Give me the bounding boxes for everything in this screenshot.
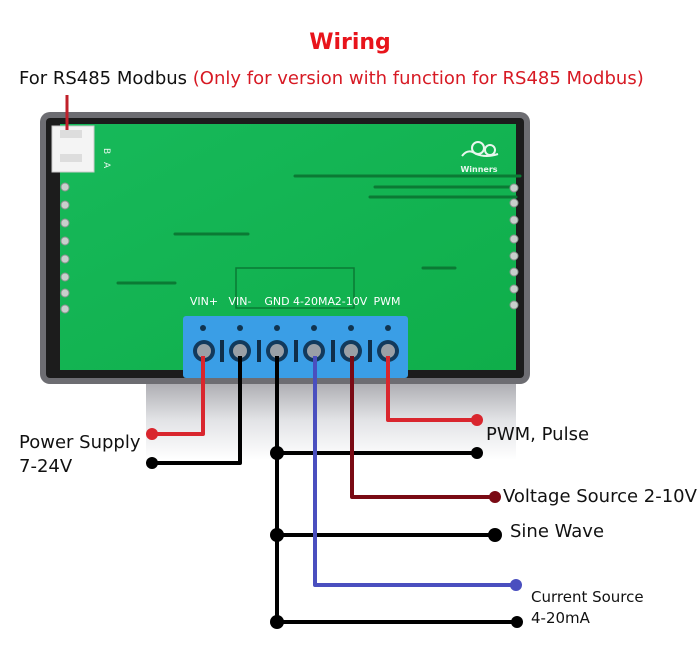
- power-supply-voltage: 7-24V: [19, 456, 73, 477]
- wire-vin-plus: [152, 356, 205, 436]
- current-source-label: Current Source 4-20mA: [531, 587, 644, 629]
- right-pins: [509, 183, 519, 310]
- terminal-label-pwm: PWM: [373, 295, 400, 308]
- terminal-label-vin-minus: VIN-: [229, 295, 252, 308]
- rs485-label: For RS485 Modbus (Only for version with …: [19, 68, 644, 89]
- connector-pin-slot: [60, 154, 82, 162]
- voltage-source-label: Voltage Source 2-10V: [503, 486, 697, 507]
- terminal-dividers: [220, 340, 372, 362]
- power-supply-label: Power Supply 7-24V: [19, 431, 140, 479]
- terminal-screws[interactable]: [193, 325, 399, 362]
- terminal-label-vin-plus: VIN+: [190, 295, 218, 308]
- terminal-label-gnd: GND: [264, 295, 289, 308]
- current-source-range: 4-20mA: [531, 609, 590, 627]
- pcb-traces: [116, 174, 522, 285]
- pin-a-label: A: [101, 162, 111, 169]
- terminal-labels: VIN+ VIN- GND 4-20MA 2-10V PWM: [190, 295, 401, 308]
- wire-vin-minus: [152, 356, 242, 465]
- wire-4-20ma: [313, 356, 516, 587]
- rs485-note: (Only for version with function for RS48…: [192, 68, 644, 89]
- connector-pin-slot: [60, 130, 82, 138]
- wire-endpoints: [146, 414, 523, 629]
- current-source-title: Current Source: [531, 588, 644, 606]
- terminal-label-4-20ma: 4-20MA: [293, 295, 335, 308]
- pcb-outline: [235, 267, 355, 309]
- diagram-title: Wiring: [309, 30, 391, 55]
- wire-pwm: [386, 356, 476, 422]
- pin-b-label: B: [101, 148, 111, 154]
- left-pins: [60, 182, 70, 314]
- logo-text: Winners: [460, 165, 497, 174]
- terminal-label-2-10v: 2-10V: [335, 295, 368, 308]
- power-supply-title: Power Supply: [19, 432, 141, 453]
- rs485-label-text: For RS485 Modbus: [19, 68, 188, 89]
- pwm-pulse-label: PWM, Pulse: [486, 424, 590, 445]
- sine-wave-label: Sine Wave: [510, 521, 605, 542]
- winners-logo-icon: [461, 141, 499, 157]
- wire-2-10v: [350, 356, 495, 499]
